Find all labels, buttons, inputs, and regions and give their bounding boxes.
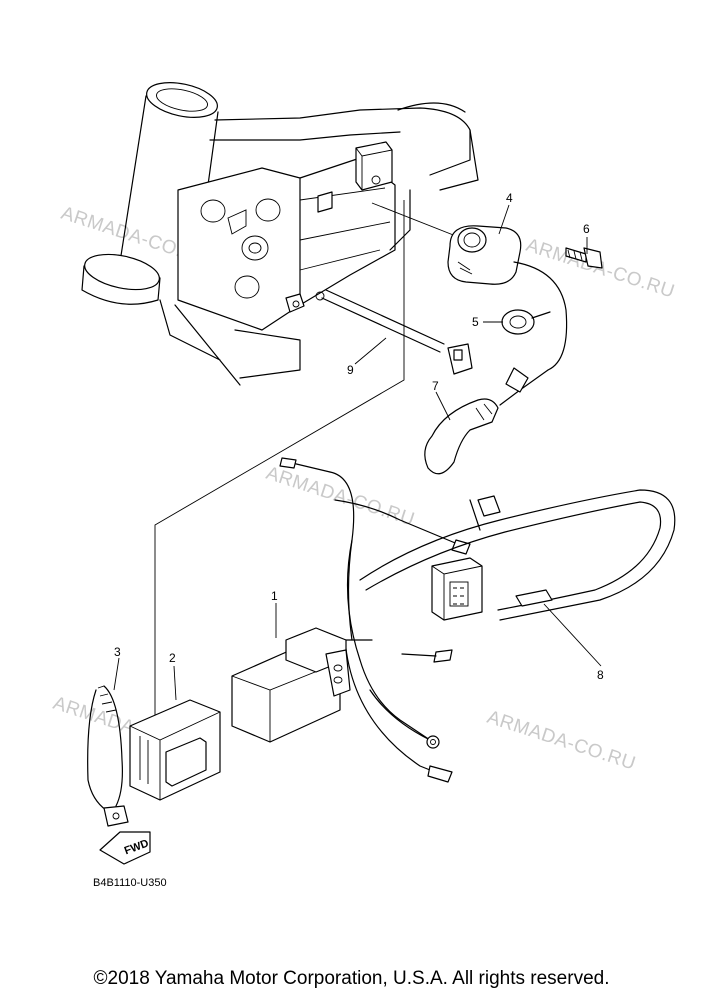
part-5-grommet	[501, 309, 551, 335]
watermark: ARMADA-CO.RU	[484, 707, 638, 775]
watermark: ARMADA-CO.RU	[523, 235, 677, 303]
callout-4: 4	[506, 191, 513, 205]
callout-2: 2	[169, 651, 176, 665]
callout-6: 6	[583, 222, 590, 236]
reference-line	[154, 200, 405, 795]
reference-line	[371, 202, 467, 241]
part-7-spark-plug-cap	[424, 367, 549, 475]
fwd-direction-arrow: FWD	[99, 831, 151, 865]
callout-leaders	[113, 204, 602, 701]
drawing-code: B4B1110-U350	[93, 877, 167, 889]
callout-3: 3	[114, 645, 121, 659]
part-4-ignition-coil	[447, 225, 568, 371]
copyright-notice: ©2018 Yamaha Motor Corporation, U.S.A. A…	[93, 968, 610, 989]
callout-5: 5	[472, 315, 479, 329]
frame-drawing	[81, 82, 479, 386]
part-9-lead-wire	[321, 289, 473, 375]
watermark: ARMADA-CO.RU	[263, 463, 417, 531]
callout-9: 9	[347, 363, 354, 377]
callout-labels: 1 2 3 4 5 6 7 8 9	[114, 191, 604, 682]
part-1-cdi-unit	[231, 627, 351, 743]
part-2-holder	[129, 699, 221, 801]
callout-7: 7	[432, 379, 439, 393]
callout-8: 8	[597, 668, 604, 682]
callout-1: 1	[271, 589, 278, 603]
part-6-bolt	[565, 247, 603, 269]
part-8-wire-harness	[279, 457, 676, 783]
part-3-band	[87, 685, 129, 827]
